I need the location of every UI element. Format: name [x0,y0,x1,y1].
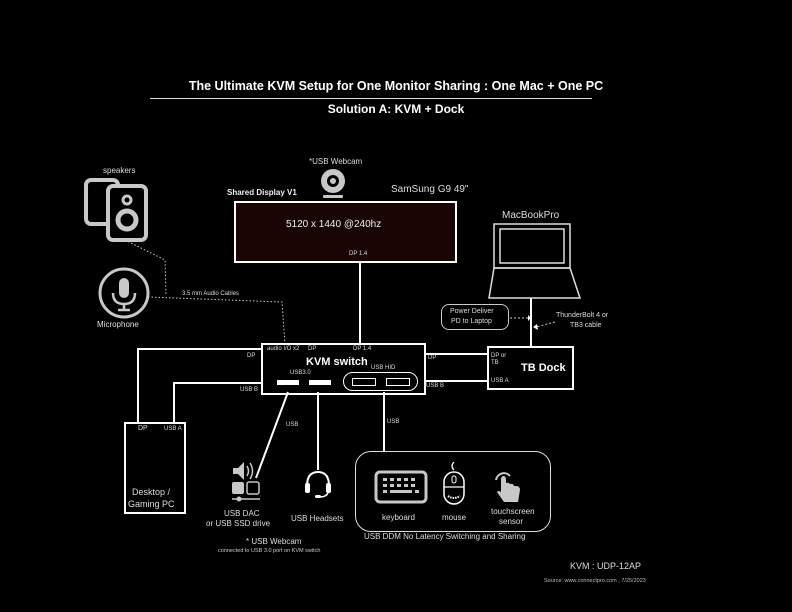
kvm-dac-cable [255,391,289,479]
kvm-right-usbb: USB B [426,383,445,389]
usb3-port-1 [277,380,299,385]
dac-label-2: or USB SSD drive [206,519,271,528]
usb-hid-port-1 [352,378,376,386]
display-resolution: 5120 x 1440 @240hz [286,219,382,230]
title-divider [150,98,592,99]
tb-arrow [535,321,556,328]
diagram-subtitle: Solution A: KVM + Dock [327,102,465,116]
source-note: Source: www.connectpro.com , 7/25/2023 [544,578,646,584]
dock-dp-port-1: DP or [491,353,507,359]
headset-icon [305,470,331,498]
display-port: DP 1.4 [349,251,368,257]
usb-cable-label-2: USB [387,419,400,425]
kvm-left-usbb: USB B [240,387,259,393]
kvm-usb-hid-label: USB HID [371,365,396,371]
pc-label-2: Gaming PC [128,499,175,509]
macbook-label: MacBookPro [502,210,560,221]
keyboard-icon [374,470,428,504]
tb-dock: DP or TB TB Dock USB A [487,346,574,390]
touch-label-1: touchscreen [491,507,535,516]
kvm-left-dp: DP [247,353,256,359]
kvm-pc-dp [137,348,262,424]
pd-line-1: Power Deliver [450,308,494,315]
mic-audio-cable [147,296,286,345]
usb3-port-2 [309,380,331,385]
dock-usba-port: USB A [491,378,509,384]
webcam-icon [321,169,345,198]
microphone-icon [98,267,150,319]
kvm-usb3-label: USB3.0 [290,370,311,376]
shared-display: 5120 x 1440 @240hz DP 1.4 [234,201,457,263]
dock-dp-port-2: TB [491,360,499,366]
usb-hid-ports [343,372,418,391]
webcam-note: * USB Webcam [246,537,302,546]
tb-cable-line-2: TB3 cable [570,322,602,329]
tb-cable-line-1: ThunderBolt 4 or [556,312,609,319]
power-delivery-note: Power Deliver PD to Laptop [441,304,509,330]
webcam-note-detail: connected to USB 3.0 port on KVM switch [218,548,321,554]
dac-label-1: USB DAC [224,509,260,518]
macbook-icon [488,223,582,299]
kvm-audio-port: audio I/O x2 [267,346,300,352]
keyboard-label: keyboard [382,513,415,522]
hid-caption: USB DDM No Latency Switching and Sharing [364,532,526,541]
kvm-title: KVM switch [306,356,368,368]
speaker-audio-cable [124,239,167,296]
kvm-pc-usb [173,382,262,424]
headsets-label: USB Headsets [291,514,344,523]
pc-usba-port: USB A [164,426,182,432]
pc-label-1: Desktop / [132,487,171,497]
mouse-icon [443,461,465,505]
kvm-dp-port: DP [308,346,317,352]
kvm-right-dp: DP [428,355,437,361]
audio-cable-label: 3.5 mm Audio Cables [182,291,240,297]
kvm-switch: audio I/O x2 DP DP 1.4 KVM switch USB3.0… [261,343,426,395]
touch-label-2: sensor [499,517,524,526]
pc-dp-port: DP [138,425,148,432]
desktop-pc: DP USB A Desktop / Gaming PC [124,422,186,514]
usb-hid-port-2 [386,378,410,386]
mouse-label: mouse [442,513,467,522]
microphone-label: Microphone [97,320,139,329]
speakers-icon [84,178,148,242]
webcam-top-label: *USB Webcam [309,157,363,166]
usb-cable-label-1: USB [286,422,299,428]
dock-title: TB Dock [521,362,566,374]
hid-devices-group: keyboard mouse touchscreen sensor [355,451,551,532]
pd-line-2: PD to Laptop [451,318,492,325]
touchscreen-icon [495,472,520,502]
speakers-label: speakers [103,166,136,175]
display-model: SamSung G9 49" [391,184,469,195]
diagram-title: The Ultimate KVM Setup for One Monitor S… [188,79,604,93]
display-name: Shared Display V1 [227,188,297,197]
kvm-dp14-port: DP 1.4 [353,346,372,352]
kvm-model: KVM : UDP-12AP [570,561,642,571]
usb-dac-icon [232,462,260,502]
